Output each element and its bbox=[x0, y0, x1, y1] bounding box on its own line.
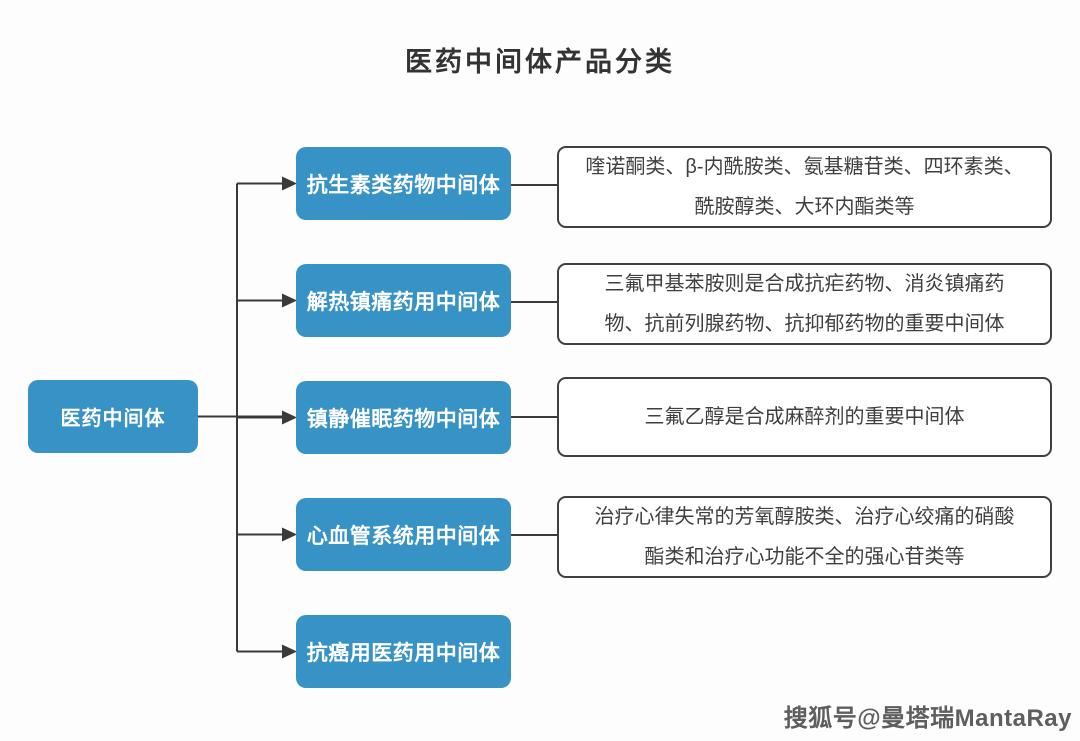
node-branch-cardiovascular: 心血管系统用中间体 bbox=[296, 498, 511, 571]
node-branch-sedative: 镇静催眠药物中间体 bbox=[296, 381, 511, 454]
detail-box-sedative: 三氟乙醇是合成麻醉剂的重要中间体 bbox=[557, 377, 1052, 457]
node-branch-antipyretic: 解热镇痛药用中间体 bbox=[296, 264, 511, 337]
arrowhead-icons bbox=[282, 176, 297, 659]
node-branch-anticancer: 抗癌用医药用中间体 bbox=[296, 615, 511, 688]
watermark: 搜狐号@曼塔瑞MantaRay bbox=[783, 705, 1072, 732]
detail-text: 喹诺酮类、β-内酰胺类、氨基糖苷类、四环素类、酰胺醇类、大环内酯类等 bbox=[585, 156, 1024, 218]
detail-box-cardiovascular: 治疗心律失常的芳氧醇胺类、治疗心绞痛的硝酸酯类和治疗心功能不全的强心苷类等 bbox=[557, 496, 1052, 578]
detail-text: 治疗心律失常的芳氧醇胺类、治疗心绞痛的硝酸酯类和治疗心功能不全的强心苷类等 bbox=[594, 506, 1015, 568]
detail-text: 三氟乙醇是合成麻醉剂的重要中间体 bbox=[644, 406, 965, 428]
branch-label: 解热镇痛药用中间体 bbox=[306, 290, 501, 314]
detail-box-antipyretic: 三氟甲基苯胺则是合成抗疟药物、消炎镇痛药物、抗前列腺药物、抗抑郁药物的重要中间体 bbox=[557, 263, 1052, 345]
branch-label: 抗癌用医药用中间体 bbox=[306, 641, 501, 665]
page-title: 医药中间体产品分类 bbox=[405, 47, 675, 77]
detail-text: 三氟甲基苯胺则是合成抗疟药物、消炎镇痛药物、抗前列腺药物、抗抑郁药物的重要中间体 bbox=[604, 273, 1005, 335]
detail-box-antibiotic: 喹诺酮类、β-内酰胺类、氨基糖苷类、四环素类、酰胺醇类、大环内酯类等 bbox=[557, 146, 1052, 228]
branch-label: 心血管系统用中间体 bbox=[306, 524, 501, 548]
branch-label: 镇静催眠药物中间体 bbox=[306, 407, 501, 431]
node-root: 医药中间体 bbox=[28, 380, 198, 453]
branch-label: 抗生素类药物中间体 bbox=[306, 173, 501, 197]
node-root-label: 医药中间体 bbox=[60, 408, 166, 430]
node-branch-antibiotic: 抗生素类药物中间体 bbox=[296, 147, 511, 220]
